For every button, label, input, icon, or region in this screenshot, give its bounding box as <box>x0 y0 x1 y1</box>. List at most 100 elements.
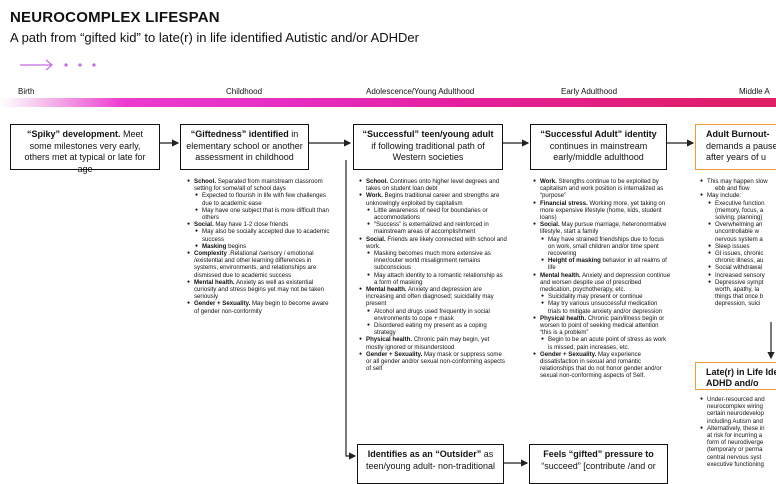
card-teen-text: if following traditional path of Western… <box>371 140 485 163</box>
list-item-text: including Autism and <box>707 417 763 425</box>
list-item: “Success” is externalized and reinforced… <box>359 221 507 235</box>
list-item: (memory, focus, a <box>700 207 776 214</box>
list-item-text: Anxiety and depression are increasing an… <box>366 286 494 308</box>
list-item-heading: Masking <box>202 242 227 250</box>
timeline-gradient-bar <box>0 98 776 107</box>
list-item: things that once b <box>700 293 776 300</box>
list-item-text: Friends are likely connected with school… <box>366 235 507 250</box>
card-successful-adult: “Successful Adult” identity continues in… <box>530 124 667 170</box>
list-item: May have strained friendships due to foc… <box>533 236 671 258</box>
card-giftedness: “Giftedness” identified in elementary sc… <box>180 124 309 170</box>
list-item: Height of masking behavior in all realms… <box>533 257 671 271</box>
list-item: Executive function <box>700 200 776 207</box>
list-item-heading: Mental health. <box>366 286 407 294</box>
list-item-text: certain neurodevelop <box>707 410 764 418</box>
card-outsider: Identifies as an “Outsider” as teen/youn… <box>357 444 504 484</box>
list-item-text: Separated from mainstream classroom sett… <box>194 178 323 193</box>
list-item: nervous system a <box>700 236 776 243</box>
list-item-text: Increased sensory <box>715 271 765 279</box>
list-item-text: depression, suici <box>715 300 761 308</box>
list-item: worth, apathy, la <box>700 286 776 293</box>
list-item: Complexity .Relational /sensory / emotio… <box>187 250 335 279</box>
stage-label-adolescence: Adolescence/Young Adulthood <box>366 87 475 96</box>
stage-label-birth: Birth <box>18 87 35 96</box>
page-subtitle: A path from “gifted kid” to late(r) in l… <box>10 30 419 45</box>
card-successful-teen: “Successful” teen/young adult if followi… <box>353 124 503 170</box>
card-burnout-title: Adult Burnout- <box>706 129 770 139</box>
list-item-text: May have strained friendships due to foc… <box>548 235 664 258</box>
list-item: Under-resourced and <box>700 396 776 403</box>
list-item: This may happen slow <box>700 178 776 185</box>
list-item-text: May pursue marriage, heteronormative lif… <box>540 221 667 236</box>
list-item-text: central nervous syst <box>707 453 762 461</box>
list-item-text: form of neurodiverge <box>707 439 764 447</box>
list-item-text: Depressive sympt <box>715 278 764 286</box>
list-item-text: .Relational /sensory / emotional /existe… <box>194 250 317 279</box>
card-spiky-text: Meet some milestones very early, others … <box>24 129 146 174</box>
list-item: Sleep issues <box>700 243 776 250</box>
list-item-text: Expected to flourish in life with few ch… <box>202 192 326 207</box>
list-item-text: May have one subject that is more diffic… <box>202 206 329 222</box>
list-item: Expected to flourish in life with few ch… <box>187 192 335 206</box>
list-item: Begin to be an acute point of stress as … <box>533 336 671 350</box>
list-item-text: May include: <box>707 192 742 200</box>
list-item: May have one subject that is more diffic… <box>187 207 335 221</box>
list-item: Gender + Sexuality. May begin to become … <box>187 300 335 314</box>
list-item-text: May have 1-2 close friends <box>213 221 289 229</box>
list-item-text: Disordered eating my present as a coping… <box>374 322 487 337</box>
list-item-text: Executive function <box>715 199 765 207</box>
list-item: chronic illness, au <box>700 257 776 264</box>
list-item-text: nervous system a <box>715 235 763 243</box>
list-item: Little awareness of need for boundaries … <box>359 207 507 221</box>
list-item: Masking becomes much more extensive as i… <box>359 250 507 272</box>
stage-label-middle-adulthood: Middle A <box>739 87 770 96</box>
list-item-heading: Social. <box>540 221 560 229</box>
list-item-text: Suicidality may present or continue <box>548 293 643 301</box>
childhood-bullet-list: School. Separated from mainstream classr… <box>187 178 335 315</box>
list-item: Financial stress. Working more, yet taki… <box>533 200 671 222</box>
list-item-text: Social withdrawal <box>715 264 763 272</box>
list-item: form of neurodiverge <box>700 439 776 446</box>
list-item-heading: Mental health. <box>540 271 581 279</box>
list-item-heading: Physical health. <box>366 336 413 344</box>
card-outsider-text: as teen/young adult- non-traditional <box>365 449 496 471</box>
stage-label-childhood: Childhood <box>226 87 263 96</box>
list-item-heading: Height of masking <box>548 257 601 265</box>
list-item: School. Separated from mainstream classr… <box>187 178 335 192</box>
list-item-text: Chronic pain may begin, yet mostly ignor… <box>366 336 490 351</box>
list-item-text: GI issues, chronic <box>715 250 764 258</box>
list-item: Social. May have 1-2 close friends <box>187 221 335 228</box>
list-item: Mental health. Anxiety and depression ar… <box>359 286 507 308</box>
list-item-heading: Financial stress. <box>540 199 588 207</box>
list-item: Work. Strengths continue to be exploited… <box>533 178 671 200</box>
list-item-text: at risk for incurring a <box>707 432 763 440</box>
list-item: solving, planning) <box>700 214 776 221</box>
list-item: neurocomplex wiring <box>700 403 776 410</box>
card-late-text: ADHD and/o <box>706 378 759 388</box>
list-item-text: May try various unsuccessful medication … <box>548 300 663 315</box>
list-item: May try various unsuccessful medication … <box>533 300 671 314</box>
list-item-text: May experience dissatisfaction in sexual… <box>540 350 662 380</box>
list-item: Depressive sympt <box>700 279 776 286</box>
list-item-heading: Gender + Sexuality. <box>540 350 597 358</box>
list-item-text: Strengths continue to be exploited by ca… <box>540 178 664 200</box>
teen-bullet-list: School. Continues onto higher level degr… <box>359 178 507 372</box>
list-item-text: begins <box>226 242 247 250</box>
list-item: Social withdrawal <box>700 264 776 271</box>
card-burnout-text: demands a pause after years of u <box>706 140 776 163</box>
card-adult-title: “Successful Adult” identity <box>540 129 657 139</box>
adult-bullet-list: Work. Strengths continue to be exploited… <box>533 178 671 380</box>
list-item: at risk for incurring a <box>700 432 776 439</box>
list-item: May also be socially accepted due to aca… <box>187 228 335 242</box>
card-late-title: Late(r) in Life Ide <box>706 367 776 377</box>
list-item-text: Begin to be an acute point of stress as … <box>548 336 667 351</box>
list-item-heading: Social. <box>194 221 214 229</box>
list-item: Suicidality may present or continue <box>533 293 671 300</box>
list-item-heading: School. <box>194 178 217 185</box>
list-item-text: executive functioning <box>707 460 764 468</box>
list-item-text: Anxiety and depression continue and wors… <box>540 271 671 294</box>
list-item-text: things that once b <box>715 293 764 301</box>
page-title: NEUROCOMPLEX LIFESPAN <box>10 9 220 26</box>
list-item: ebb and flow <box>700 185 776 192</box>
